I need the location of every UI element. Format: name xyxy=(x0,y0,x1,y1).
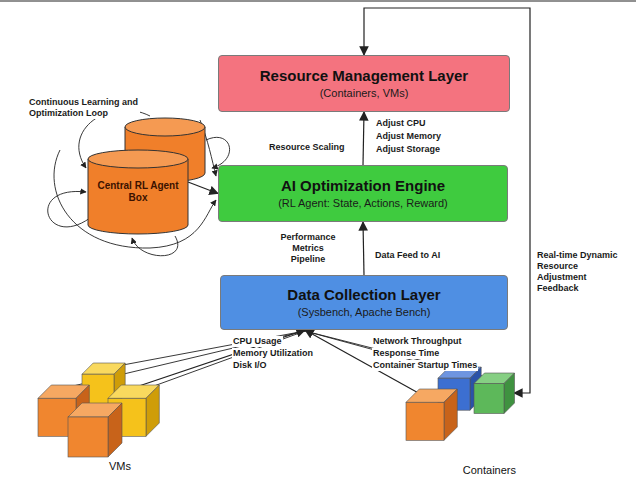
annotation-label: Memory Utilization xyxy=(232,348,314,359)
cube-front xyxy=(474,384,504,414)
agent-label: Central RL Agent Box xyxy=(94,180,182,204)
cube-side xyxy=(504,373,515,414)
cluster-label: Containers xyxy=(463,464,516,477)
cylinder-top xyxy=(125,118,205,136)
annotation-label: Adjust Memory xyxy=(375,131,442,142)
cube-front xyxy=(68,417,108,457)
flow-connector xyxy=(188,182,218,194)
annotation-label: Data Feed to AI xyxy=(374,250,441,261)
flow-connector xyxy=(363,112,364,165)
cube-drawing xyxy=(398,355,518,477)
agent-cylinder: Central RL Agent Box xyxy=(80,112,210,237)
annotation-label: Network Throughput xyxy=(372,336,463,347)
layer-subtitle: (Sysbench, Apache Bench) xyxy=(298,305,431,319)
cube-front xyxy=(406,402,444,440)
annotation-label: Disk I/O xyxy=(232,360,268,371)
annotation-label: Container Startup Times xyxy=(372,360,478,371)
layer-title: Resource Management Layer xyxy=(260,67,468,85)
annotation-label: Response Time xyxy=(372,348,440,359)
annotation-label: Adjust CPU xyxy=(375,118,427,129)
annotation-label: Real-time Dynamic Resource Adjustment Fe… xyxy=(536,250,630,294)
flow-connector xyxy=(130,330,305,389)
cube-side xyxy=(146,385,159,436)
flow-connector xyxy=(363,222,364,275)
annotation-label: Continuous Learning and Optimization Loo… xyxy=(28,97,140,119)
layer-box: Data Collection Layer(Sysbench, Apache B… xyxy=(220,275,508,330)
layer-subtitle: (Containers, VMs) xyxy=(320,86,409,100)
layer-box: Resource Management Layer(Containers, VM… xyxy=(218,55,510,112)
cube-side xyxy=(444,389,457,440)
cylinder-body xyxy=(88,159,188,234)
annotation-label: Performance Metrics Pipeline xyxy=(276,232,340,265)
annotation-label: CPU Usage xyxy=(232,336,283,347)
learning-loop-curves xyxy=(48,110,230,256)
layer-title: Data Collection Layer xyxy=(287,286,440,304)
layer-title: AI Optimization Engine xyxy=(281,177,445,195)
table-border xyxy=(0,1,636,2)
loop-curve xyxy=(132,236,178,256)
engine-box: AI Optimization Engine(RL Agent: State, … xyxy=(218,165,508,222)
layer-subtitle: (RL Agent: State, Actions, Reward) xyxy=(278,196,448,210)
loop-curve xyxy=(206,137,230,168)
annotation-label: Adjust Storage xyxy=(375,144,441,155)
cube-drawing xyxy=(30,355,190,473)
loop-curve xyxy=(48,191,90,226)
feed-line xyxy=(305,331,490,378)
container-cluster: Containers xyxy=(398,355,518,477)
cylinder-top xyxy=(88,150,188,168)
annotation-label: Resource Scaling xyxy=(268,142,346,153)
cylinder-drawing xyxy=(80,112,210,237)
cube-side xyxy=(108,403,122,457)
cluster-label: VMs xyxy=(109,460,131,473)
vm-cluster: VMs xyxy=(30,355,190,473)
